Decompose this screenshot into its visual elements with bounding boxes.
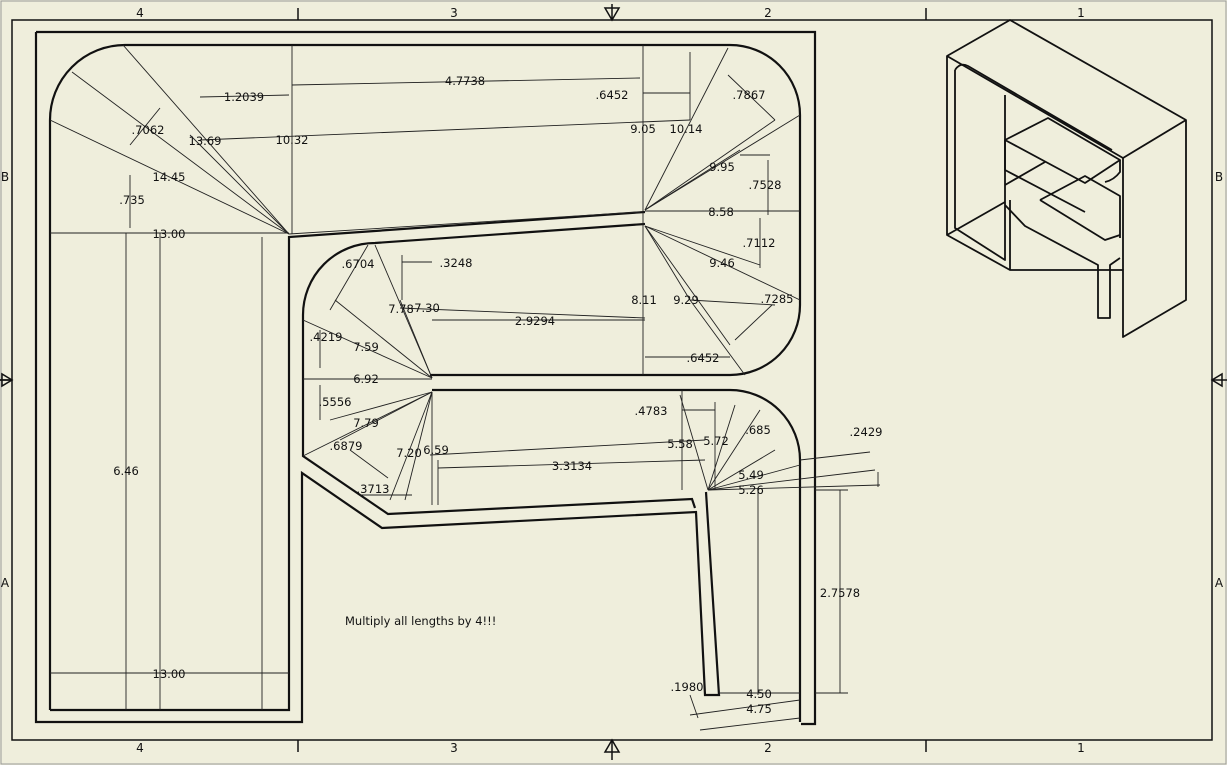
zone-right-b: B (1215, 170, 1223, 184)
dim-label: 4.75 (746, 702, 772, 716)
dim-label: 13.00 (153, 227, 186, 241)
dim-label: .7062 (132, 123, 165, 137)
dim-label: .1980 (671, 680, 704, 694)
dim-label: .735 (119, 193, 145, 207)
dim-label: 5.58 (667, 437, 693, 451)
dim-label: .4219 (310, 330, 343, 344)
dim-label: 5.49 (738, 468, 764, 482)
dim-label: 2.9294 (515, 314, 555, 328)
dim-label: .7528 (749, 178, 782, 192)
dim-label: 13.69 (189, 134, 222, 148)
dim-label: 9.95 (709, 160, 735, 174)
drawing-note: Multiply all lengths by 4!!! (345, 614, 496, 628)
dim-label: 4.50 (746, 687, 772, 701)
dim-label: 5.72 (703, 434, 729, 448)
dim-label: 5.26 (738, 483, 764, 497)
zone-bottom-4: 4 (136, 741, 144, 755)
part-outline (34, 30, 817, 726)
dim-label: 9.05 (630, 122, 656, 136)
dim-label: 7.78 (388, 302, 414, 316)
zone-top-1: 1 (1077, 6, 1085, 20)
zone-top-4: 4 (136, 6, 144, 20)
dim-label: 4.7738 (445, 74, 485, 88)
zone-bottom-1: 1 (1077, 741, 1085, 755)
dim-label: 8.11 (631, 293, 657, 307)
zone-left-b: B (1, 170, 9, 184)
dim-label: .6879 (330, 439, 363, 453)
dim-label: 9.46 (709, 256, 735, 270)
dim-label: .7112 (743, 236, 776, 250)
dim-label: 6.92 (353, 372, 379, 386)
dim-label: 7.79 (353, 416, 379, 430)
dim-label: 3.3134 (552, 459, 592, 473)
dim-label: .685 (745, 423, 771, 437)
dim-label: 7.59 (353, 340, 379, 354)
zone-bottom-3: 3 (450, 741, 458, 755)
dim-label: .7867 (733, 88, 766, 102)
dim-label: .3713 (357, 482, 390, 496)
dim-label: 6.46 (113, 464, 139, 478)
dim-label: 2.7578 (820, 586, 860, 600)
dim-label: 13.00 (153, 667, 186, 681)
dim-label: 7.20 (396, 446, 422, 460)
dim-label: .4783 (635, 404, 668, 418)
zone-left-a: A (1, 576, 10, 590)
centering-marks (0, 4, 1223, 760)
dim-label: 14.45 (153, 170, 186, 184)
dim-label: .2429 (850, 425, 883, 439)
dim-label: .7285 (761, 292, 794, 306)
dim-label: 1.2039 (224, 90, 264, 104)
dim-label: .3248 (440, 256, 473, 270)
zone-top-2: 2 (764, 6, 772, 20)
dimension-labels: .7062 13.69 1.2039 10.32 4.7738 .6452 9.… (113, 74, 882, 716)
dim-label: .6704 (342, 257, 375, 271)
dim-label: 8.58 (708, 205, 734, 219)
dim-label: 10.14 (670, 122, 703, 136)
dim-label: .6452 (596, 88, 629, 102)
dim-label: .5556 (319, 395, 352, 409)
dim-label: 9.29 (673, 293, 699, 307)
isometric-view (946, 19, 1187, 338)
dim-label: 7.30 (414, 301, 440, 315)
drawing-frame (11, 19, 1213, 741)
dim-label: 6.59 (423, 443, 449, 457)
zone-top-3: 3 (450, 6, 458, 20)
dim-label: .6452 (687, 351, 720, 365)
zone-right-a: A (1215, 576, 1224, 590)
dimension-lines (49, 44, 881, 731)
zone-bottom-2: 2 (764, 741, 772, 755)
dim-label: 10.32 (276, 133, 309, 147)
